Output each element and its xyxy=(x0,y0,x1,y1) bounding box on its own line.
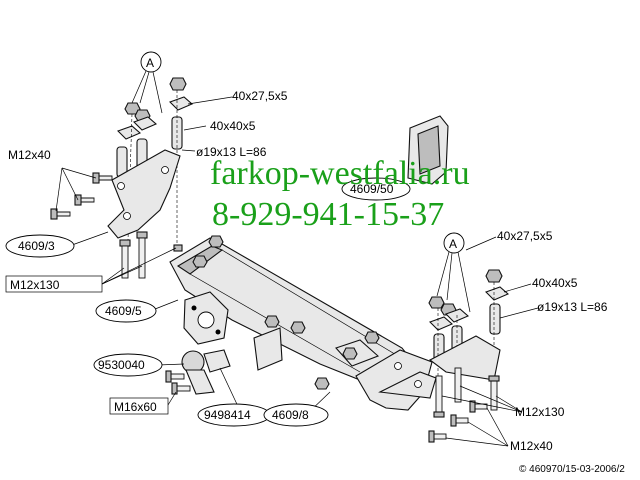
side-plate-right xyxy=(428,335,501,381)
callout-a-right: A xyxy=(436,232,471,313)
callout-a-top-label: A xyxy=(146,56,154,70)
copyright-note: © 460970/15-03-2006/2 xyxy=(519,464,625,475)
label-bolts-long-left: M12x130 xyxy=(10,278,60,292)
watermark-url: farkop-westfalia.ru xyxy=(210,155,470,192)
watermark: farkop-westfalia.ru 8-929-941-15-37 xyxy=(210,155,470,233)
crossbar-fasteners xyxy=(192,235,380,390)
part-labels: 40x27,5x5 40x40x5 ø19x13 L=86 M12x40 460… xyxy=(5,89,608,453)
leader-lines xyxy=(55,96,539,447)
crossbar-4609-5 xyxy=(169,237,411,381)
label-4609-8: 4609/8 xyxy=(272,408,309,422)
bolts-m16x60 xyxy=(165,370,191,395)
label-bolts-right: M12x40 xyxy=(510,439,553,453)
label-plate-top-left: 40x27,5x5 xyxy=(232,89,288,103)
label-9530040: 9530040 xyxy=(98,358,145,372)
label-square-top-left: 40x40x5 xyxy=(210,119,256,133)
callout-a-top: A xyxy=(131,51,163,114)
bolts-m12x130-right xyxy=(433,367,500,418)
side-bracket-4609-3 xyxy=(107,149,181,239)
tow-ball-9530040 xyxy=(181,350,215,395)
side-bracket-4609-8 xyxy=(355,349,437,411)
label-4609-3: 4609/3 xyxy=(18,239,55,253)
label-plate-right: 40x27,5x5 xyxy=(497,229,553,243)
callout-a-right-label: A xyxy=(449,237,457,251)
ball-plate-9498414 xyxy=(203,349,231,373)
label-bolts-top-left: M12x40 xyxy=(8,148,51,162)
bracket-4609-50 xyxy=(407,115,449,185)
label-sleeve-top-left: ø19x13 L=86 xyxy=(196,145,267,159)
bolts-m12x130-left xyxy=(119,231,183,279)
label-4609-50: 4609/50 xyxy=(350,182,394,196)
watermark-phone: 8-929-941-15-37 xyxy=(212,196,444,233)
label-bolts-long-right: M12x130 xyxy=(515,405,565,419)
label-4609-5: 4609/5 xyxy=(105,304,142,318)
bolts-m12x40-right xyxy=(428,400,488,443)
label-9498414: 9498414 xyxy=(204,408,251,422)
label-bolt-m16: M16x60 xyxy=(114,400,157,414)
label-square-right: 40x40x5 xyxy=(532,276,578,290)
label-sleeve-right: ø19x13 L=86 xyxy=(537,300,608,314)
